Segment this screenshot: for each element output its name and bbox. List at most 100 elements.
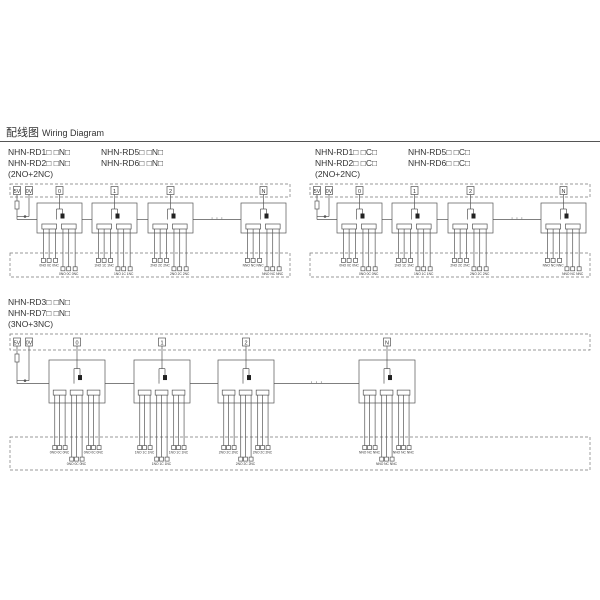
output-terminal bbox=[66, 266, 72, 272]
output-terminal bbox=[464, 258, 469, 263]
output-terminal bbox=[265, 445, 271, 450]
output-terminal bbox=[346, 258, 352, 263]
output-terminal bbox=[362, 445, 368, 450]
output-terminal-label: 1NO 1C 1NC bbox=[94, 263, 114, 267]
contact-set bbox=[362, 389, 377, 396]
relay-coil-icon bbox=[415, 213, 420, 219]
output-terminal-label: 1NO 1C 1NC bbox=[152, 462, 172, 466]
fuse-icon bbox=[14, 353, 20, 363]
terminal-label: 5V bbox=[14, 341, 21, 347]
output-terminal bbox=[137, 445, 143, 450]
contact-set bbox=[137, 389, 152, 396]
output-terminal bbox=[41, 258, 46, 263]
output-terminal-label: 2NO 2C 2NC bbox=[170, 272, 190, 276]
output-terminal bbox=[86, 445, 92, 450]
output-terminal bbox=[52, 445, 58, 450]
output-terminal bbox=[115, 266, 121, 272]
contact-set bbox=[472, 223, 488, 230]
output-terminal bbox=[147, 445, 153, 450]
output-terminal bbox=[152, 258, 157, 263]
output-terminal bbox=[421, 266, 427, 272]
io-bus-box bbox=[9, 333, 591, 351]
output-terminal bbox=[181, 445, 187, 450]
output-terminal bbox=[69, 456, 75, 462]
relay-coil-icon bbox=[163, 375, 167, 381]
relay-coil-icon bbox=[564, 213, 569, 219]
output-terminal bbox=[221, 445, 227, 450]
output-terminal-box bbox=[309, 252, 591, 278]
output-terminal-label: 1NO 1C 1NC bbox=[169, 451, 189, 455]
terminal-label: 0V bbox=[26, 341, 33, 347]
terminal-label: 1 bbox=[413, 189, 416, 195]
output-terminal bbox=[101, 258, 107, 263]
output-terminal bbox=[401, 445, 406, 450]
output-terminal bbox=[176, 445, 181, 450]
output-terminal bbox=[396, 445, 402, 450]
output-terminal bbox=[260, 445, 265, 450]
output-terminal bbox=[360, 266, 366, 272]
output-terminal bbox=[564, 266, 570, 272]
output-terminal bbox=[576, 266, 582, 272]
contact-set bbox=[172, 223, 188, 230]
output-terminal bbox=[108, 258, 113, 263]
relay-coil-icon bbox=[171, 213, 176, 219]
output-terminal bbox=[226, 445, 231, 450]
output-terminal-label: NNO NC NNC bbox=[543, 263, 565, 267]
output-terminal bbox=[74, 456, 79, 462]
output-terminal bbox=[408, 258, 413, 263]
relay-coil-icon bbox=[60, 213, 65, 219]
diode-icon bbox=[23, 215, 27, 218]
diagram-c-models: NHN-RD3□ □N□NHN-RD7□ □N□(3NO+3NC) bbox=[8, 297, 71, 329]
contact-set bbox=[154, 389, 169, 396]
contact-set bbox=[379, 389, 394, 396]
relay-coil-icon bbox=[78, 375, 82, 381]
relay-coil-icon bbox=[360, 213, 365, 219]
output-terminal-label: 2NO 2C 2NC bbox=[219, 451, 239, 455]
terminal-label: 0 bbox=[58, 189, 61, 195]
io-bus-box bbox=[309, 183, 591, 198]
terminal-label: N bbox=[385, 341, 389, 347]
output-terminal bbox=[96, 258, 101, 263]
output-terminal bbox=[96, 445, 102, 450]
terminal-label: 1 bbox=[113, 189, 116, 195]
contact-set bbox=[265, 223, 281, 230]
output-terminal bbox=[401, 258, 407, 263]
title-cn: 配线图 bbox=[6, 127, 39, 139]
terminal-label: 5V bbox=[14, 189, 21, 195]
terminal-label: 0V bbox=[326, 189, 333, 195]
output-terminal-label: 0NO 0C 0NC bbox=[59, 272, 79, 276]
output-terminal bbox=[389, 456, 395, 462]
fuse-icon bbox=[14, 200, 20, 210]
output-terminal bbox=[557, 258, 562, 263]
output-terminal-label: 0NO 0C 0NC bbox=[84, 451, 104, 455]
relay-coil-icon bbox=[247, 375, 251, 381]
output-terminal bbox=[127, 266, 133, 272]
contact-set bbox=[416, 223, 432, 230]
output-terminal-label: 1NO 1C 1NC bbox=[135, 451, 155, 455]
output-terminal bbox=[483, 266, 489, 272]
output-terminal bbox=[570, 266, 576, 272]
output-terminal bbox=[550, 258, 556, 263]
output-terminal bbox=[238, 456, 244, 462]
output-terminal bbox=[121, 266, 127, 272]
output-terminal bbox=[264, 266, 270, 272]
output-terminal bbox=[46, 258, 52, 263]
contact-set bbox=[221, 389, 236, 396]
terminal-label: 0 bbox=[75, 341, 78, 347]
contact-set bbox=[52, 389, 67, 396]
output-terminal bbox=[164, 258, 169, 263]
contact-set bbox=[238, 389, 253, 396]
terminal-label: 0V bbox=[26, 189, 33, 195]
contact-set bbox=[152, 223, 168, 230]
output-terminal bbox=[353, 258, 358, 263]
contact-set bbox=[341, 223, 357, 230]
output-terminal bbox=[477, 266, 483, 272]
output-terminal bbox=[545, 258, 550, 263]
output-terminal bbox=[250, 258, 256, 263]
diagram-a-models-left: NHN-RD1□ □N□NHN-RD2□ □N□(2NO+2NC) bbox=[8, 147, 71, 179]
title-en: Wiring Diagram bbox=[42, 128, 105, 138]
output-terminal-label: 1NO 1C 1NC bbox=[414, 272, 434, 276]
diode-icon bbox=[323, 215, 327, 218]
